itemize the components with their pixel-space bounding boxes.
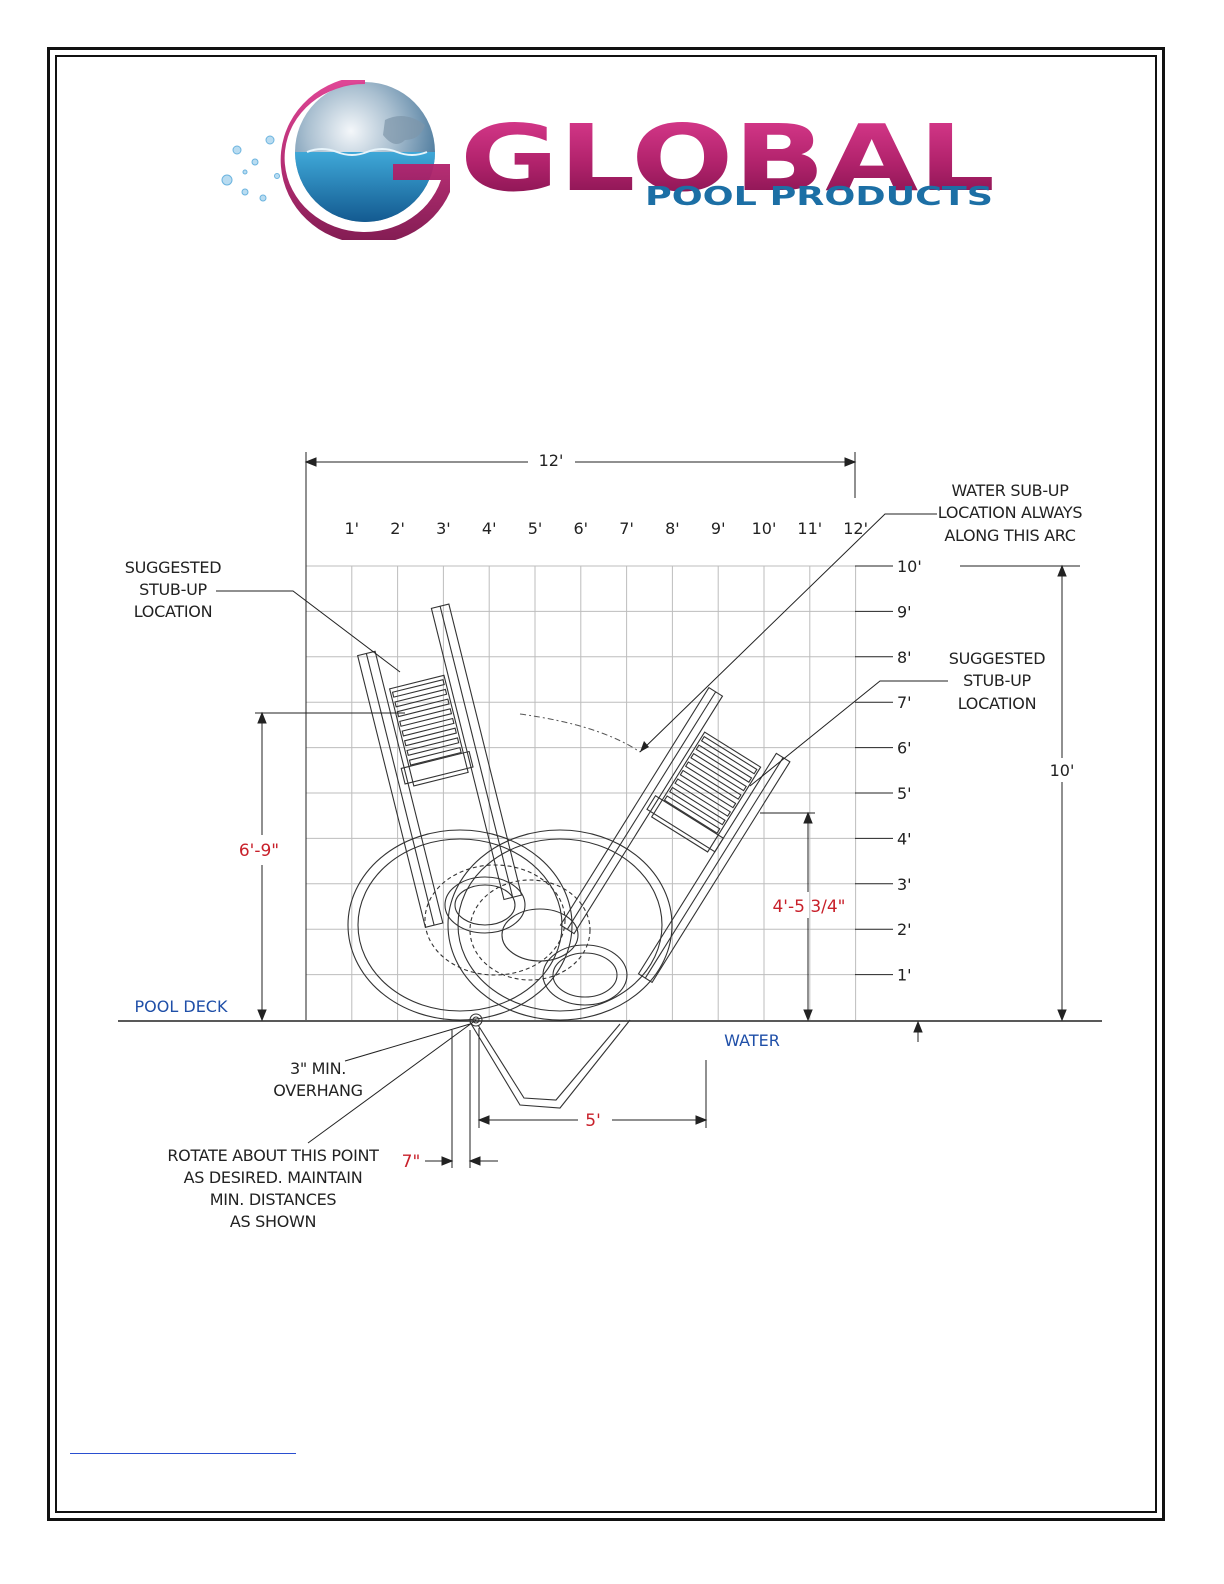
ladder-rung: [403, 727, 457, 747]
right-tick-label: 5': [897, 784, 912, 803]
top-tick-label: 12': [843, 519, 868, 538]
right-tick-label: 6': [897, 739, 912, 758]
top-tick-label: 4': [482, 519, 497, 538]
top-tick-label: 1': [345, 519, 360, 538]
right-tick-label: 10': [897, 557, 922, 576]
top-tick-label: 9': [711, 519, 726, 538]
ladder-rung: [700, 735, 758, 775]
ladder-rung: [695, 744, 753, 783]
svg-text:STUB-UP: STUB-UP: [139, 580, 207, 599]
svg-text:ALONG THIS ARC: ALONG THIS ARC: [944, 526, 1075, 545]
offset-dimension: [425, 1030, 498, 1168]
overall-height-label: 10': [1050, 761, 1075, 780]
right-tick-label: 2': [897, 920, 912, 939]
ladder-rung: [401, 717, 455, 737]
right-tick-label: 9': [897, 602, 912, 621]
svg-text:AS DESIRED. MAINTAIN: AS DESIRED. MAINTAIN: [184, 1168, 363, 1187]
top-tick-label: 8': [665, 519, 680, 538]
note-overhang: 3" MIN. OVERHANG: [273, 1059, 363, 1100]
right-tick-labels: 10' 9' 8' 7' 6' 5' 4' 3' 2' 1': [855, 557, 922, 985]
pool-deck-label: POOL DECK: [135, 997, 228, 1016]
ladder-rung: [669, 786, 726, 826]
page-border-inner: [55, 55, 1157, 1513]
ladder-rung: [406, 737, 460, 757]
ladder-rung: [663, 795, 721, 834]
top-tick-label: 5': [528, 519, 543, 538]
svg-text:LOCATION: LOCATION: [134, 602, 212, 621]
note-stub-left: SUGGESTED STUB-UP LOCATION: [125, 558, 222, 621]
bottom-width-dimension: [477, 1028, 708, 1128]
right-height-dimension: [760, 811, 815, 1022]
bottom-width-label: 5': [585, 1111, 601, 1131]
ladder-rung: [394, 688, 448, 708]
ladder-rung: [408, 746, 462, 766]
right-tick-label: 7': [897, 693, 912, 712]
logo-brand-word: GLOBAL: [460, 105, 995, 212]
svg-text:AS SHOWN: AS SHOWN: [230, 1212, 316, 1231]
svg-text:LOCATION: LOCATION: [958, 694, 1036, 713]
offset-label: 7": [402, 1152, 421, 1172]
grid: [306, 565, 857, 1020]
svg-text:OVERHANG: OVERHANG: [273, 1081, 362, 1100]
overall-width-label: 12': [539, 451, 564, 470]
right-tick-label: 4': [897, 829, 912, 848]
right-height-label: 4'-5 3/4": [772, 897, 845, 917]
logo-brand-sub: POOL PRODUCTS: [645, 182, 993, 212]
ladder-rung: [690, 752, 747, 792]
overall-height-dimension: [960, 564, 1080, 1022]
right-tick-label: 1': [897, 966, 912, 985]
water-stub-arc: [519, 713, 641, 753]
water-arc-arrow: [640, 741, 649, 752]
top-tick-label: 7': [619, 519, 634, 538]
globe-icon: [295, 82, 435, 222]
top-tick-label: 10': [752, 519, 777, 538]
ladder-rung: [396, 698, 450, 718]
svg-text:WATER SUB-UP: WATER SUB-UP: [951, 481, 1069, 500]
top-tick-label: 2': [390, 519, 405, 538]
ladder-rung: [674, 778, 732, 817]
water-bubbles-icon: [221, 135, 280, 202]
top-tick-labels: 1' 2' 3' 4' 5' 6' 7' 8' 9' 10' 11' 12': [345, 519, 868, 538]
ladder-rung: [679, 769, 737, 809]
svg-text:STUB-UP: STUB-UP: [963, 671, 1031, 690]
slide-wireframe: [347, 603, 791, 1109]
note-rotate: ROTATE ABOUT THIS POINT AS DESIRED. MAIN…: [167, 1146, 379, 1231]
global-pool-products-logo: GLOBAL POOL PRODUCTS: [221, 80, 995, 240]
edge-arrow: [913, 1020, 923, 1042]
note-water-arc: WATER SUB-UP LOCATION ALWAYS ALONG THIS …: [938, 481, 1083, 545]
top-tick-label: 6': [574, 519, 589, 538]
left-height-dimension: [255, 711, 405, 1022]
svg-text:ROTATE ABOUT THIS POINT: ROTATE ABOUT THIS POINT: [167, 1146, 379, 1165]
page-border-outer: [47, 47, 1165, 1521]
svg-text:SUGGESTED: SUGGESTED: [125, 558, 221, 577]
left-height-label: 6'-9": [239, 841, 279, 861]
ladder-rung: [399, 708, 453, 727]
ladder-rung: [391, 679, 445, 698]
right-tick-label: 3': [897, 875, 912, 894]
right-tick-label: 8': [897, 648, 912, 667]
top-tick-label: 11': [797, 519, 822, 538]
note-stub-right: SUGGESTED STUB-UP LOCATION: [949, 649, 1046, 713]
leader-lines: [216, 513, 948, 1144]
water-label: WATER: [724, 1031, 780, 1050]
footer-link-underline[interactable]: [70, 1453, 296, 1454]
top-tick-label: 3': [436, 519, 451, 538]
svg-text:LOCATION ALWAYS: LOCATION ALWAYS: [938, 503, 1083, 522]
svg-text:SUGGESTED: SUGGESTED: [949, 649, 1045, 668]
overall-width-dimension: [304, 452, 857, 1020]
ladder-rung: [684, 761, 742, 800]
svg-text:3" MIN.: 3" MIN.: [290, 1059, 346, 1078]
svg-text:MIN. DISTANCES: MIN. DISTANCES: [210, 1190, 337, 1209]
